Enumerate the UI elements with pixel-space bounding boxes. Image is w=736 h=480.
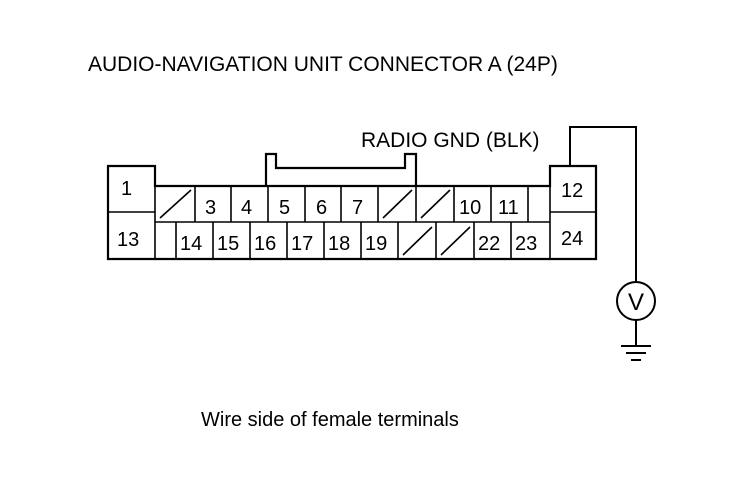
wire-label: RADIO GND (BLK) [361, 129, 540, 152]
empty-pin-slash-icon [382, 189, 413, 219]
pin-12-label: 12 [561, 180, 583, 202]
pin-14-label: 14 [180, 233, 202, 255]
pin-18-label: 18 [328, 233, 350, 255]
empty-pin-slash-icon [420, 189, 451, 219]
pin-10-label: 10 [459, 197, 481, 219]
pin-7-label: 7 [352, 197, 363, 219]
diagram-caption: Wire side of female terminals [201, 409, 459, 431]
pin-23-label: 23 [515, 233, 537, 255]
pin-3-label: 3 [205, 197, 216, 219]
empty-pin-slash-icon [159, 189, 192, 219]
empty-pin-slash-icon [440, 226, 471, 256]
pin-13-label: 13 [117, 229, 139, 251]
pin-1-label: 1 [121, 178, 132, 200]
pin-5-label: 5 [279, 197, 290, 219]
pin-16-label: 16 [254, 233, 276, 255]
empty-pin-slash-icon [402, 226, 433, 256]
connector-body [106, 152, 598, 261]
pin-6-label: 6 [316, 197, 327, 219]
pin-11-label: 11 [498, 197, 519, 219]
ground-icon [621, 345, 651, 361]
pin-4-label: 4 [241, 197, 252, 219]
voltmeter-symbol: V [628, 289, 644, 316]
pin-22-label: 22 [478, 233, 500, 255]
diagram-title: AUDIO-NAVIGATION UNIT CONNECTOR A (24P) [88, 53, 558, 76]
pin-19-label: 19 [365, 233, 387, 255]
pin-24-label: 24 [561, 228, 583, 250]
voltmeter-icon: V [616, 281, 656, 346]
pin-15-label: 15 [217, 233, 239, 255]
probe-wire [569, 126, 637, 282]
pin-17-label: 17 [291, 233, 313, 255]
